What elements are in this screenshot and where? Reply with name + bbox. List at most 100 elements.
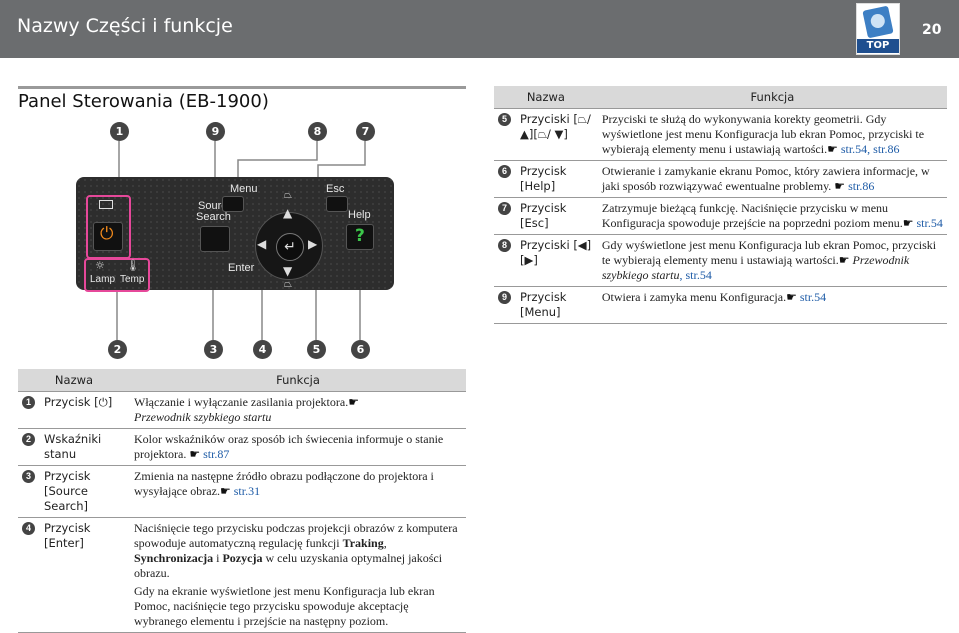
power-button[interactable] [93,222,123,251]
table-row: 9 Przycisk [Menu] Otwiera i zamyka menu … [494,286,947,324]
row-number: 7 [498,202,511,215]
up-arrow-icon: ▲ [283,206,293,220]
part-name: Przycisk [⏻] [40,391,130,429]
callout-1: 1 [110,122,129,141]
status-indicators-highlight [84,258,150,292]
part-function: Otwieranie i zamykanie ekranu Pomoc, któ… [601,164,930,193]
table-row: 1 Przycisk [⏻] Włączanie i wyłączanie za… [18,391,466,429]
source-search-button[interactable] [200,226,230,252]
menu-button[interactable] [222,196,244,212]
enter-label: Enter [228,262,255,274]
keystone-up-icon: ⏢ [284,190,292,201]
lamp-icon: ☼ [95,259,105,272]
page-link[interactable]: str.87 [203,447,230,461]
part-function: Kolor wskaźników oraz sposób ich świecen… [134,432,444,461]
part-name: Przyciski [◀][▶] [516,234,598,287]
help-button[interactable] [346,224,374,250]
pointing-hand-icon: ☛ [786,290,797,304]
page-link[interactable]: , str.54 [679,268,712,282]
row-number: 8 [498,239,511,252]
pointing-hand-icon: ☛ [902,216,914,230]
guide-reference[interactable]: Przewodnik szybkiego startu [601,253,910,282]
row-number: 5 [498,113,511,126]
part-name: Przycisk [Enter] [40,517,130,633]
pointing-hand-icon: ☛ [827,142,838,156]
pointing-hand-icon: ☛ [189,447,201,461]
col-header-function: Funkcja [597,86,947,109]
enter-button[interactable]: ↵ [276,233,304,261]
callout-4: 4 [253,340,272,359]
part-function: Naciśnięcie tego przycisku podczas proje… [134,521,458,580]
lamp-label: Lamp [90,274,116,285]
part-function: Przyciski te służą do wykonywania korekt… [601,112,925,156]
page-header: Nazwy Części i funkcje TOP 20 [0,0,959,58]
guide-reference[interactable]: Przewodnik szybkiego startu [134,410,272,424]
col-header-name: Nazwa [494,86,598,109]
row-number: 4 [22,522,35,535]
part-name: Wskaźniki stanu [40,428,130,466]
part-name: Przycisk [Help] [516,160,598,198]
top-button[interactable]: TOP [856,3,900,55]
down-arrow-icon: ▼ [283,264,293,278]
table-row: 7 Przycisk [Esc] Zatrzymuje bieżącą funk… [494,197,947,235]
callout-5: 5 [307,340,326,359]
col-header-name: Nazwa [18,369,130,392]
row-number: 1 [22,396,35,409]
callout-2: 2 [108,340,127,359]
power-icon: ⏻ [100,224,114,244]
pointing-hand-icon: ☛ [348,395,359,409]
temp-label: Temp [120,274,145,285]
page-link[interactable]: str.54, str.86 [840,142,900,156]
left-arrow-icon: ◀ [257,237,267,251]
menu-label: Menu [230,183,258,195]
callout-8: 8 [308,122,327,141]
thermometer-icon: 🌡 [126,259,140,272]
part-function: Gdy wyświetlone jest menu Konfiguracja l… [601,238,937,267]
section-title: Panel Sterowania (EB-1900) [18,91,269,112]
part-name: Przyciski [⏢/ ▲][⏢/ ▼] [516,108,598,161]
callout-6: 6 [351,340,370,359]
page-link[interactable]: str.54 [799,290,827,304]
help-label: Help [348,209,371,221]
pointing-hand-icon: ☛ [834,179,846,193]
col-header-function: Funkcja [130,369,466,392]
pointing-hand-icon: ☛ [838,253,850,267]
left-parts-table: Nazwa Funkcja 1 Przycisk [⏻] Włączanie i… [18,369,466,633]
right-arrow-icon: ▶ [308,237,318,251]
callout-9: 9 [206,122,225,141]
callout-7: 7 [356,122,375,141]
part-function-2: Gdy na ekranie wyświetlone jest menu Kon… [134,584,435,628]
table-row: 6 Przycisk [Help] Otwieranie i zamykanie… [494,160,947,198]
keystone-down-icon: ⏢ [284,279,292,290]
table-row: 5 Przyciski [⏢/ ▲][⏢/ ▼] Przyciski te sł… [494,108,947,161]
page-link[interactable]: str.54 [916,216,943,230]
table-row: 4 Przycisk [Enter] Naciśnięcie tego przy… [18,517,466,633]
row-number: 3 [22,470,35,483]
help-question-icon: ? [355,226,365,246]
part-function: Włączanie i wyłączanie zasilania projekt… [134,395,349,409]
page-number: 20 [922,22,942,38]
part-function: Otwiera i zamyka menu Konfiguracja. [601,290,787,304]
table-row: 8 Przyciski [◀][▶] Gdy wyświetlone jest … [494,234,947,287]
esc-label: Esc [326,183,345,195]
power-indicator-icon [99,200,113,209]
part-name: Przycisk [Source Search] [40,465,130,518]
top-label: TOP [857,39,899,53]
page-link[interactable]: str.31 [233,484,261,498]
esc-button[interactable] [326,196,348,212]
callout-3: 3 [204,340,223,359]
pointing-hand-icon: ☛ [219,484,231,498]
part-name: Przycisk [Esc] [516,197,598,235]
part-name: Przycisk [Menu] [516,286,598,324]
page-link[interactable]: str.86 [848,179,875,193]
search-label: Search [196,211,231,223]
direction-dial: ↵ [255,212,323,280]
part-function: Zmienia na następne źródło obrazu podłąc… [134,469,434,498]
table-row: 3 Przycisk [Source Search] Zmienia na na… [18,465,466,518]
page-title: Nazwy Części i funkcje [17,15,233,37]
part-function: Zatrzymuje bieżącą funkcję. Naciśnięcie … [601,201,903,230]
section-rule [18,86,466,89]
right-parts-table: Nazwa Funkcja 5 Przyciski [⏢/ ▲][⏢/ ▼] P… [494,86,947,324]
row-number: 6 [498,165,511,178]
row-number: 9 [498,291,511,304]
